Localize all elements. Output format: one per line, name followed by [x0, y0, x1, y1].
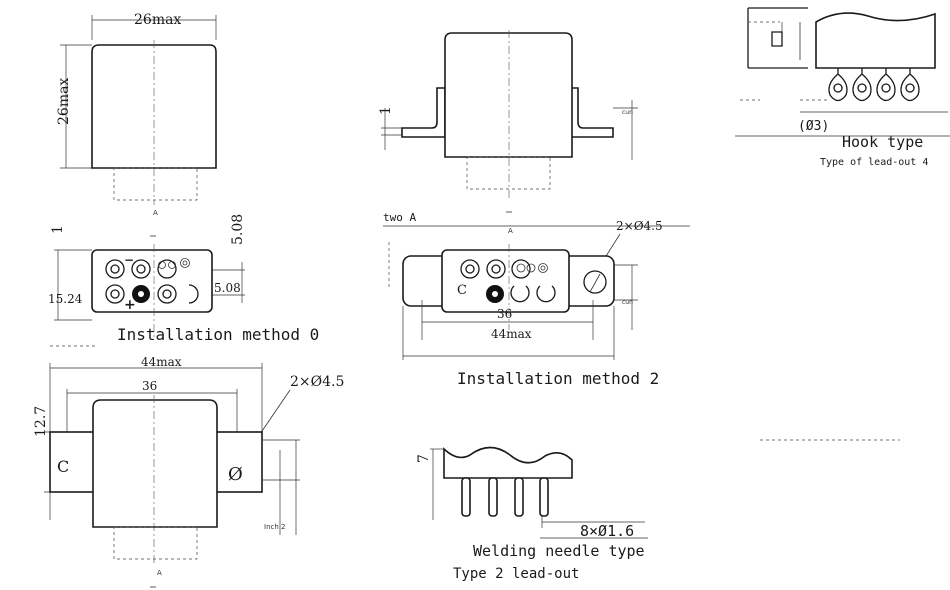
relay-body-side	[444, 32, 573, 158]
side-dim-1: 1	[378, 106, 394, 115]
front-height-label: 26max	[56, 78, 72, 125]
hook-view: (Ø3)	[735, 7, 950, 137]
mount-hole-right	[583, 270, 607, 294]
hook-subcaption: Type of lead-out 4	[820, 157, 928, 168]
method2-view: two A 2×Ø4.5 C 36 44max cun	[383, 211, 690, 360]
method2-c-label: C	[457, 283, 467, 298]
welding-pins	[461, 477, 549, 517]
top-dim-5-08-h: 5.08	[214, 281, 241, 295]
welding-base	[443, 446, 573, 479]
inch-label: Inch 2	[264, 523, 285, 531]
front-section-mark: A	[153, 209, 158, 217]
welding-subcaption: Type 2 lead-out	[453, 566, 579, 582]
bottom-height-12-7: 12.7	[33, 406, 49, 437]
minus-sign: −	[124, 253, 134, 267]
method2-cun: cun	[622, 299, 633, 306]
front-width-label: 26max	[134, 12, 181, 28]
method2-pins	[460, 259, 556, 303]
side-section-mark: A	[508, 227, 513, 235]
bottom-view: 44max 36 2×Ø4.5 12.7 C Ø Inch 2 A	[33, 355, 344, 588]
method0-caption: Installation method 0	[117, 325, 319, 344]
hook-dia-label: (Ø3)	[798, 119, 829, 134]
bottom-section-mark: A	[157, 569, 162, 577]
method2-dim-44: 44max	[491, 327, 532, 341]
bottom-hole-label: 2×Ø4.5	[290, 374, 344, 390]
hook-terminals	[828, 68, 920, 102]
side-view-method2: 1 cun A	[378, 30, 638, 235]
two-a-label: two A	[383, 211, 416, 224]
bottom-width-44: 44max	[141, 355, 182, 369]
top-dim-15-24: 15.24	[48, 292, 83, 306]
top-view: 1 15.24 5.08 5.08 + −	[48, 214, 246, 340]
method2-base	[441, 249, 570, 313]
welding-dim-7: 7	[416, 454, 432, 463]
front-view: 26max 26max A	[56, 12, 217, 237]
method2-dim-36: 36	[497, 307, 512, 321]
right-bracket	[569, 87, 614, 138]
hook-body	[815, 12, 936, 69]
side-cun: cun	[622, 109, 633, 116]
needle-label: 8×Ø1.6	[580, 522, 634, 540]
method2-caption: Installation method 2	[457, 369, 659, 388]
pin-row-upper	[105, 258, 190, 279]
top-dim-5-08-v: 5.08	[230, 214, 246, 245]
right-flange	[214, 431, 263, 493]
relay-body-bottom	[92, 399, 218, 528]
relay-base-top	[91, 249, 213, 313]
hook-caption: Hook type	[842, 133, 923, 151]
top-dim-1: 1	[50, 225, 66, 234]
bottom-width-36: 36	[142, 379, 157, 393]
method2-hole-label: 2×Ø4.5	[616, 219, 663, 233]
pin-row-lower	[105, 284, 199, 304]
left-bracket	[401, 87, 446, 138]
plus-sign: +	[124, 297, 136, 313]
welding-view: 7 8×Ø1.6	[416, 446, 648, 540]
bottom-phi-label: Ø	[228, 464, 243, 485]
left-flange	[49, 431, 96, 493]
bottom-c-label: C	[57, 457, 69, 476]
welding-caption: Welding needle type	[473, 542, 645, 560]
